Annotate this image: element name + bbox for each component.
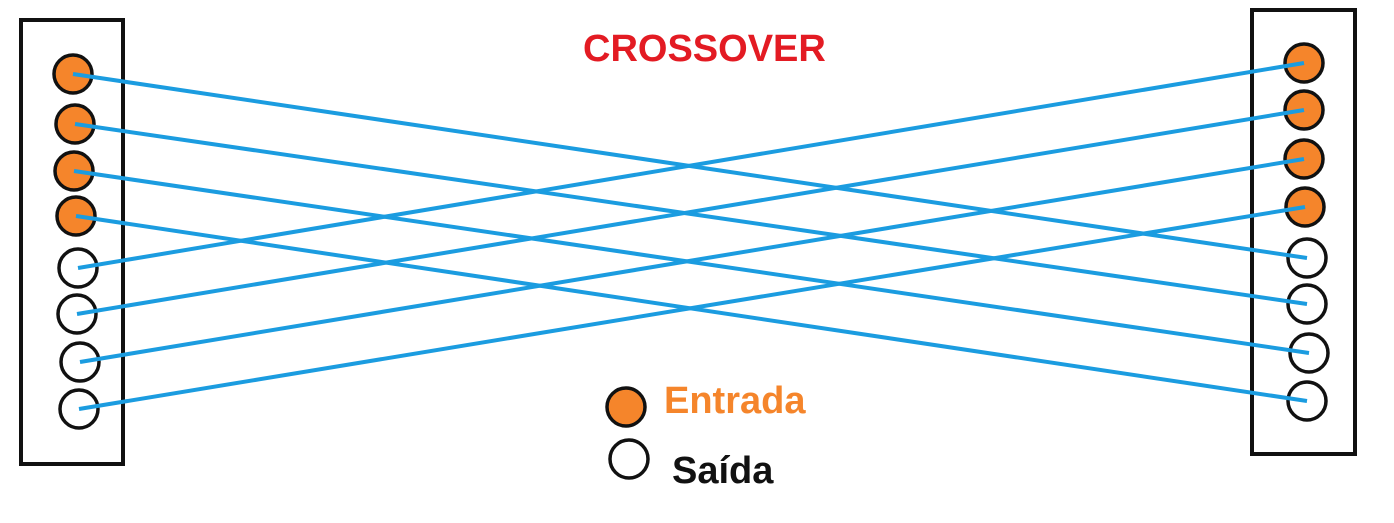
left-pin-5-output bbox=[57, 247, 99, 289]
wire-8 bbox=[78, 205, 1306, 411]
right-pin-6-output bbox=[1286, 283, 1328, 325]
wire-5 bbox=[77, 61, 1305, 270]
right-pin-5-output bbox=[1286, 237, 1328, 279]
left-connector bbox=[19, 18, 125, 466]
right-connector bbox=[1250, 8, 1357, 456]
wire-6 bbox=[76, 108, 1305, 316]
pin-group bbox=[52, 42, 1330, 430]
legend-output-label: Saída bbox=[672, 450, 774, 492]
wire-group bbox=[72, 61, 1310, 411]
diagram-title: CROSSOVER bbox=[583, 28, 826, 70]
left-pin-8-output bbox=[58, 388, 100, 430]
right-pin-7-output bbox=[1288, 332, 1330, 374]
legend-input-label: Entrada bbox=[664, 380, 806, 422]
left-pin-6-output bbox=[56, 293, 98, 335]
legend-input-marker bbox=[605, 386, 647, 428]
legend-output-marker bbox=[608, 438, 650, 480]
wire-7 bbox=[79, 157, 1305, 364]
wire-2 bbox=[74, 122, 1308, 306]
left-pin-7-output bbox=[59, 341, 101, 383]
right-pin-8-output bbox=[1286, 380, 1328, 422]
